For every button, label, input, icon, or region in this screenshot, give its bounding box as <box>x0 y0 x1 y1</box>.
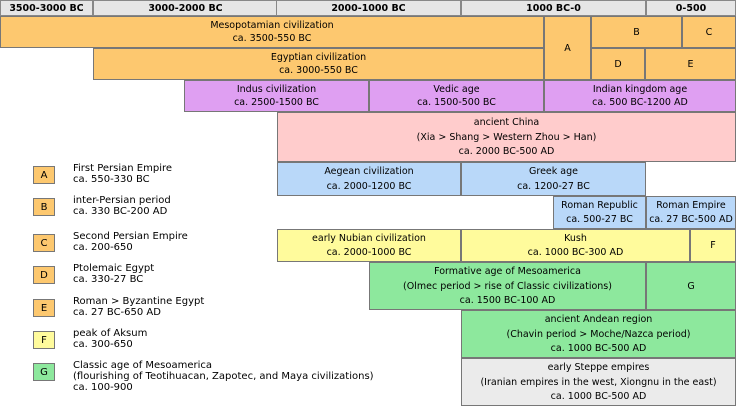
legend-text-line: (flourishing of Teotihuacan, Zapotec, an… <box>73 371 374 382</box>
block-text: ca. 2000-1000 BC <box>326 247 412 258</box>
block-text: A <box>564 42 571 54</box>
block-b: B <box>591 16 682 48</box>
period-header: 3500-3000 BC <box>0 0 93 16</box>
block-vedic: Vedic age ca. 1500-500 BC <box>369 80 544 112</box>
period-header: 1000 BC-0 <box>461 0 646 16</box>
block-text: ca. 1000 BC-500 AD <box>550 390 647 402</box>
block-c: C <box>682 16 736 48</box>
block-text: Vedic age <box>433 83 480 95</box>
block-text: ancient Andean region <box>544 314 653 326</box>
block-text: F <box>710 240 716 251</box>
block-text: ca. 3000-550 BC <box>279 65 358 77</box>
legend-text-line: Roman > Byzantine Egypt <box>73 296 205 307</box>
block-text: (Xia > Shang > Western Zhou > Han) <box>416 131 597 143</box>
block-indian-kingdom: Indian kingdom age ca. 500 BC-1200 AD <box>544 80 736 112</box>
block-text: ca. 1000 BC-500 AD <box>550 342 647 354</box>
block-text: B <box>633 26 640 38</box>
block-text: Indian kingdom age <box>592 83 688 95</box>
block-text: ancient China <box>473 116 540 128</box>
period-header: 0-500 <box>646 0 736 16</box>
block-text: ca. 1200-27 BC <box>517 180 590 192</box>
block-text: ca. 27 BC-500 AD <box>649 214 733 225</box>
block-nubian: early Nubian civilization ca. 2000-1000 B… <box>277 229 461 262</box>
period-header: 2000-1000 BC <box>276 0 461 16</box>
block-text: ca. 500-27 BC <box>566 214 633 225</box>
block-greek: Greek age ca. 1200-27 BC <box>461 162 646 196</box>
block-text: early Nubian civilization <box>312 233 426 244</box>
block-text: Greek age <box>529 166 578 178</box>
legend-label: Classic age of Mesoamerica(flourishing o… <box>73 360 374 393</box>
legend-text-line: Second Persian Empire <box>73 231 188 242</box>
legend-key-b: B <box>33 198 55 216</box>
block-roman-empire: Roman Empire ca. 27 BC-500 AD <box>646 196 736 229</box>
block-text: Formative age of Mesoamerica <box>434 266 581 278</box>
legend-key-f: F <box>33 331 55 349</box>
block-steppe: early Steppe empires (Iranian empires in … <box>461 358 736 406</box>
legend-key-g: G <box>33 363 55 381</box>
block-text: Indus civilization <box>236 83 317 95</box>
block-text: E <box>687 58 694 70</box>
legend-key-d: D <box>33 266 55 284</box>
legend-text-line: ca. 300-650 <box>73 339 133 350</box>
legend-text-line: ca. 550-330 BC <box>73 174 150 185</box>
legend-text-line: ca. 330 BC-200 AD <box>73 206 168 217</box>
legend-text-line: ca. 100-900 <box>73 382 133 393</box>
block-kush: Kush ca. 1000 BC-300 AD <box>461 229 690 262</box>
legend-key-c: C <box>33 234 55 252</box>
block-f: F <box>690 229 736 262</box>
block-text: ca. 2000 BC-500 AD <box>458 146 555 158</box>
block-text: Egyptian civilization <box>270 51 367 63</box>
block-egypt: Egyptian civilization ca. 3000-550 BC <box>93 48 544 80</box>
block-text: ca. 1500 BC-100 AD <box>459 294 556 306</box>
block-text: D <box>614 58 622 70</box>
block-text: early Steppe empires <box>547 362 650 374</box>
block-g: G <box>646 262 736 310</box>
block-text: ca. 1000 BC-300 AD <box>527 247 624 258</box>
block-andean: ancient Andean region (Chavin period > Mo… <box>461 310 736 358</box>
block-text: C <box>705 26 713 38</box>
block-mesopotamia: Mesopotamian civilization ca. 3500-550 BC <box>0 16 544 48</box>
block-text: Roman Empire <box>656 200 726 211</box>
block-text: (Olmec period > rise of Classic civiliza… <box>403 280 612 292</box>
block-text: (Iranian empires in the west, Xiongnu in… <box>480 376 717 388</box>
legend-key-e: E <box>33 299 55 317</box>
period-header: 3000-2000 BC <box>93 0 278 16</box>
block-china: ancient China (Xia > Shang > Western Zhou… <box>277 112 736 162</box>
block-mesoamerica: Formative age of Mesoamerica (Olmec perio… <box>369 262 646 310</box>
legend-text-line: Ptolemaic Egypt <box>73 263 155 274</box>
block-text: Kush <box>564 233 587 244</box>
block-text: G <box>687 280 695 292</box>
legend-text-line: First Persian Empire <box>73 163 173 174</box>
legend-text-line: ca. 330-27 BC <box>73 274 144 285</box>
block-roman-republic: Roman Republic ca. 500-27 BC <box>553 196 646 229</box>
block-text: ca. 2500-1500 BC <box>234 97 319 109</box>
block-text: Mesopotamian civilization <box>210 19 334 31</box>
legend-text-line: ca. 200-650 <box>73 242 133 253</box>
block-text: ca. 2000-1200 BC <box>326 180 412 192</box>
block-text: ca. 1500-500 BC <box>417 97 496 109</box>
legend-text-line: peak of Aksum <box>73 328 148 339</box>
block-aegean: Aegean civilization ca. 2000-1200 BC <box>277 162 461 196</box>
block-a: A <box>544 16 591 80</box>
legend-text-line: ca. 27 BC-650 AD <box>73 307 161 318</box>
block-indus: Indus civilization ca. 2500-1500 BC <box>184 80 369 112</box>
block-text: Roman Republic <box>561 200 638 211</box>
legend-key-a: A <box>33 166 55 184</box>
block-e: E <box>645 48 736 80</box>
legend-text-line: inter-Persian period <box>73 195 171 206</box>
block-text: (Chavin period > Moche/Nazca period) <box>506 328 691 340</box>
block-text: Aegean civilization <box>324 166 414 178</box>
block-text: ca. 500 BC-1200 AD <box>592 97 688 109</box>
block-text: ca. 3500-550 BC <box>232 33 312 45</box>
block-d: D <box>591 48 645 80</box>
legend-text-line: Classic age of Mesoamerica <box>73 360 213 371</box>
